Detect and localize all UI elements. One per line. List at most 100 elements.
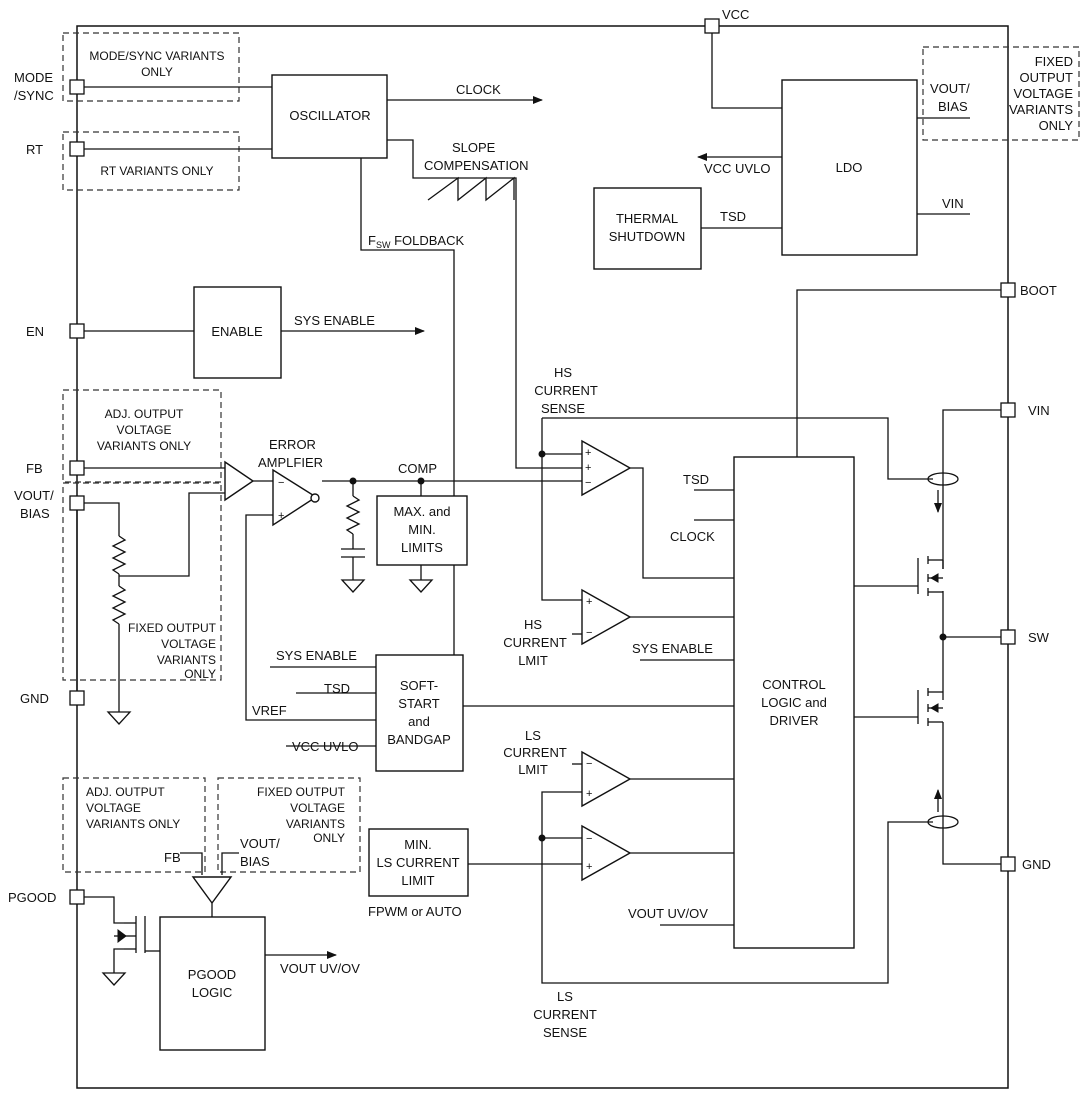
pgood-logic-label-1: PGOOD [188, 967, 236, 982]
softstart-label-4: BANDGAP [387, 732, 451, 747]
clock-label: CLOCK [456, 82, 501, 97]
fixed-mid-note-4: ONLY [184, 667, 216, 681]
maxmin-label-1: MAX. and [393, 504, 450, 519]
ground-icon-pgood [101, 972, 127, 986]
minls-label-1: MIN. [404, 837, 431, 852]
thermal-shutdown-block [593, 187, 702, 270]
ground-icon-comp [340, 579, 366, 593]
pgood-fet-icon [114, 916, 146, 953]
rt-note: RT VARIANTS ONLY [100, 164, 213, 178]
gnd-left-pin-label: GND [20, 691, 49, 706]
ls-limit-plus: + [586, 788, 592, 800]
max-min-limits-block [376, 495, 468, 566]
pgood-logic-label-2: LOGIC [192, 985, 232, 1000]
vcc-pin-label: VCC [722, 7, 749, 22]
fsw-sub: SW [376, 240, 391, 250]
sawtooth-icon [427, 176, 515, 202]
ctrl-sys-enable-label: SYS ENABLE [632, 641, 713, 656]
ss-tsd-label: TSD [324, 681, 350, 696]
ls-comp-plus: + [586, 861, 592, 873]
comp-label: COMP [398, 461, 437, 476]
signal-labels: CLOCK SLOPE COMPENSATION FSW FOLDBACK VC… [164, 81, 970, 1040]
error-amp-output-bubble [310, 493, 320, 503]
tsd-label: TSD [720, 209, 746, 224]
ldo-label: LDO [836, 160, 863, 175]
hs-limit-label-1: HS [524, 617, 542, 632]
hs-sense-label-2: CURRENT [534, 383, 598, 398]
ls-fet-icon [917, 688, 943, 726]
adj-mid-note-2: VOLTAGE [117, 423, 172, 437]
fixed-mid-note-2: VOLTAGE [161, 637, 216, 651]
vout-bias-pin [69, 495, 85, 511]
sys-enable-label: SYS ENABLE [294, 313, 375, 328]
gnd-right-pin [1000, 856, 1016, 872]
hs-comp-minus: − [585, 477, 591, 489]
gnd-right-pin-label: GND [1022, 857, 1051, 872]
ss-vref-label: VREF [252, 703, 287, 718]
ls-limit-label-3: LMIT [518, 762, 548, 777]
divider-resistor-bottom-icon [111, 585, 127, 625]
fixed-top-note-4: VARIANTS [1009, 102, 1073, 117]
pgood-pin [69, 889, 85, 905]
adj-mid-note-1: ADJ. OUTPUT [105, 407, 184, 421]
boot-pin-label: BOOT [1020, 283, 1057, 298]
error-amp-label-2: AMPLFIER [258, 455, 323, 470]
mode-sync-pin [69, 79, 85, 95]
fixed-top-note-5: ONLY [1039, 118, 1074, 133]
hs-limit-label-2: CURRENT [503, 635, 567, 650]
hs-limit-label-3: LMIT [518, 653, 548, 668]
adj-mid-note-3: VARIANTS ONLY [97, 439, 191, 453]
control-label-2: LOGIC and [761, 695, 827, 710]
vout-pin-label-1: VOUT/ [14, 488, 54, 503]
oscillator-block [271, 74, 388, 159]
pgood-logic-block [159, 916, 266, 1051]
enable-label: ENABLE [211, 324, 263, 339]
ctrl-clock-label: CLOCK [670, 529, 715, 544]
hs-limit-minus: − [586, 627, 592, 639]
ls-limit-comparator-icon [581, 750, 632, 808]
amplifiers: − + + + − + − − + − + [191, 439, 632, 905]
hs-comp-plus-1: + [585, 447, 591, 459]
hs-limit-comparator-icon [581, 588, 632, 646]
error-amp-label-1: ERROR [269, 437, 316, 452]
ldo-vout-label-2: BIAS [938, 99, 968, 114]
pg-fb-label: FB [164, 850, 181, 865]
fixed-low-variant-region [217, 777, 361, 873]
pgood-comparator-icon [191, 876, 233, 905]
ss-vcc-uvlo-label: VCC UVLO [292, 739, 358, 754]
hs-comp-plus-2: + [585, 462, 591, 474]
wires [76, 33, 1001, 984]
minls-label-2: LS CURRENT [376, 855, 459, 870]
sw-pin-label: SW [1028, 630, 1050, 645]
pins [69, 18, 1016, 905]
mode-sync-note-2: ONLY [141, 65, 173, 79]
sw-pin [1000, 629, 1016, 645]
mode-pin-label-2: /SYNC [14, 88, 54, 103]
fb-pin [69, 460, 85, 476]
rt-pin-label: RT [26, 142, 43, 157]
ls-current-sense-icon [927, 815, 959, 829]
mode-pin-label-1: MODE [14, 70, 53, 85]
ls-sense-label-3: SENSE [543, 1025, 587, 1040]
rt-pin [69, 141, 85, 157]
fixed-top-note-1: FIXED [1035, 54, 1073, 69]
gnd-left-pin [69, 690, 85, 706]
power-fets [114, 472, 959, 953]
mode-sync-variant-region [62, 32, 240, 102]
variant-regions [62, 32, 1080, 873]
fsw-f: F [368, 233, 376, 248]
en-pin [69, 323, 85, 339]
vin-pin [1000, 402, 1016, 418]
soft-start-block [375, 654, 464, 772]
minls-label-3: LIMIT [401, 873, 434, 888]
hs-comparator-icon [581, 439, 632, 497]
blocks: OSCILLATOR LDO THERMAL SHUTDOWN ENABLE M… [159, 74, 918, 1051]
rt-variant-region [62, 131, 240, 191]
fixed-low-note-4: ONLY [313, 831, 345, 845]
error-amplifier-icon [272, 468, 318, 527]
fpwm-label: FPWM or AUTO [368, 904, 462, 919]
softstart-label-1: SOFT- [400, 678, 438, 693]
control-logic-block [733, 456, 855, 949]
fixed-low-note-2: VOLTAGE [290, 801, 345, 815]
ss-sys-enable-label: SYS ENABLE [276, 648, 357, 663]
